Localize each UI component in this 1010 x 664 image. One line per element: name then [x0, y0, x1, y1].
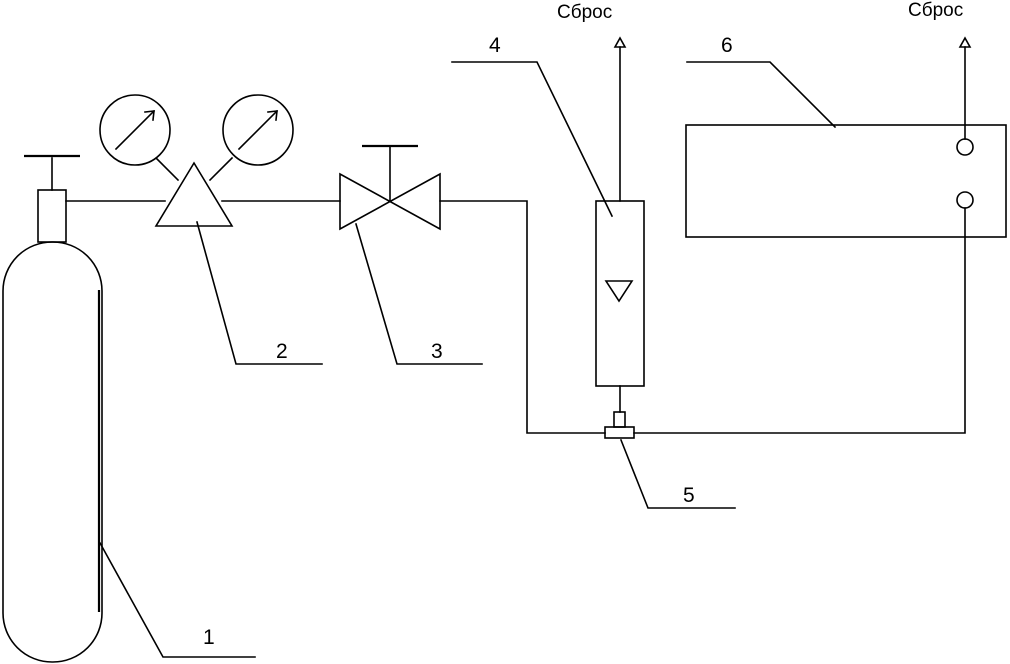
analyzer-unit [685, 36, 1007, 238]
gauge-right [222, 94, 294, 166]
leader-4 [451, 61, 614, 218]
leader-2 [196, 221, 323, 365]
label-rotameter: 4 [489, 34, 501, 57]
label-tee: 5 [683, 484, 695, 507]
label-analyzer: 6 [721, 34, 733, 57]
leader-6 [686, 61, 837, 129]
pressure-reducer [99, 94, 294, 227]
vent-label-analyzer: Сброс [908, 0, 963, 21]
gas-cylinder [2, 154, 103, 663]
rotameter [595, 36, 645, 387]
pipe-tee-analyzer [633, 207, 966, 434]
leader-lines [98, 61, 837, 658]
tee-fitting [604, 385, 635, 439]
needle-valve [339, 144, 441, 231]
label-reducer: 2 [276, 340, 288, 363]
leader-1 [98, 541, 256, 658]
vent-label-rotameter: Сброс [557, 2, 612, 23]
pipe-valve-tee [439, 200, 606, 434]
leader-5 [619, 438, 736, 509]
leader-3 [355, 223, 483, 365]
label-cylinder: 1 [203, 626, 215, 649]
label-valve: 3 [431, 340, 443, 363]
gauge-left [99, 94, 171, 166]
